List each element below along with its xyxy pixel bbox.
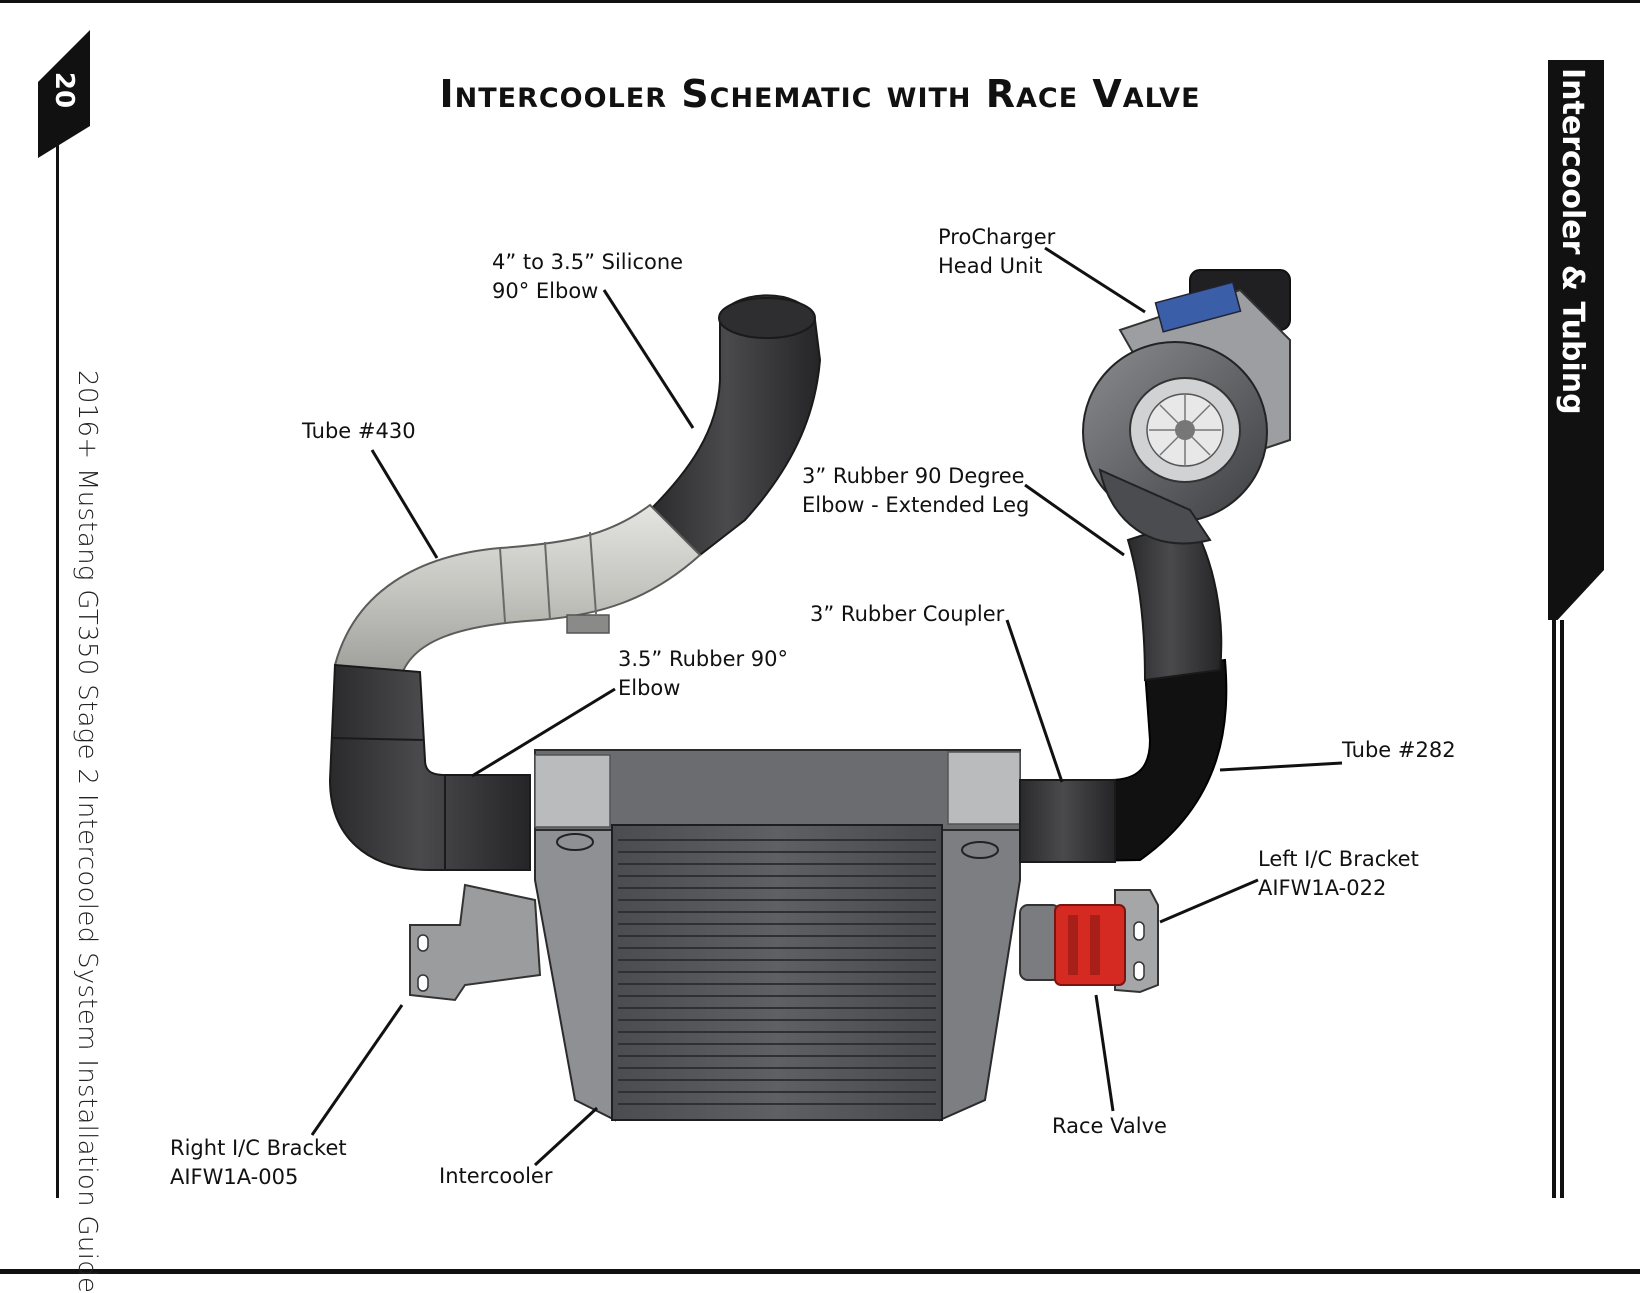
leader-silicone-elbow bbox=[602, 289, 695, 429]
callout-right-bracket: Right I/C Bracket AIFW1A-005 bbox=[170, 1136, 347, 1189]
callout-tube-430: Tube #430 bbox=[302, 419, 416, 443]
right-ic-bracket bbox=[409, 883, 542, 1002]
callout-rubber-90-extended: 3” Rubber 90 Degree Elbow - Extended Leg bbox=[802, 464, 1030, 517]
callout-intercooler: Intercooler bbox=[439, 1164, 553, 1188]
leader-rubber-90-ext bbox=[1024, 483, 1125, 557]
top-border bbox=[0, 0, 1640, 3]
leader-head-unit bbox=[1044, 246, 1146, 314]
page-title: Intercooler Schematic with Race Valve bbox=[439, 72, 1201, 116]
rubber-90-extended-elbow bbox=[1126, 518, 1223, 682]
callout-head-unit: ProCharger Head Unit bbox=[938, 225, 1056, 278]
intercooler-end-tank-right bbox=[939, 829, 1021, 1122]
leader-tube-430 bbox=[370, 449, 439, 559]
leader-intercooler bbox=[533, 1106, 599, 1167]
leader-race-valve bbox=[1094, 994, 1115, 1112]
callout-silicone-elbow: 4” to 3.5” Silicone 90° Elbow bbox=[492, 250, 684, 303]
right-margin-rule bbox=[1552, 600, 1556, 1198]
race-valve-body bbox=[1054, 904, 1126, 986]
callout-tube-282: Tube #282 bbox=[1342, 738, 1456, 762]
silicone-elbow bbox=[648, 294, 822, 557]
callout-race-valve: Race Valve bbox=[1052, 1114, 1167, 1138]
silicone-elbow-opening bbox=[718, 297, 816, 339]
left-margin-rule bbox=[56, 130, 59, 1198]
bottom-border bbox=[0, 1269, 1640, 1274]
procharger-head-unit bbox=[1082, 269, 1291, 545]
leader-left-bracket bbox=[1159, 878, 1259, 924]
section-tab bbox=[1548, 60, 1604, 620]
leader-rubber-coupler bbox=[1005, 619, 1064, 783]
intercooler-end-tank-left bbox=[534, 829, 616, 1122]
leader-right-bracket bbox=[310, 1004, 404, 1136]
page-number-tab bbox=[38, 30, 90, 158]
rubber-coupler bbox=[1019, 779, 1116, 863]
leader-tube-282 bbox=[1219, 761, 1343, 772]
callout-rubber-coupler: 3” Rubber Coupler bbox=[810, 602, 1005, 626]
callout-left-bracket: Left I/C Bracket AIFW1A-022 bbox=[1258, 847, 1419, 900]
intercooler-fins bbox=[618, 839, 936, 1105]
callout-rubber-90-elbow: 3.5” Rubber 90° Elbow bbox=[618, 647, 789, 700]
rubber-90-elbow bbox=[328, 663, 531, 871]
leader-rubber-90-elbow bbox=[471, 687, 616, 778]
right-margin-rule-inner bbox=[1560, 620, 1564, 1198]
